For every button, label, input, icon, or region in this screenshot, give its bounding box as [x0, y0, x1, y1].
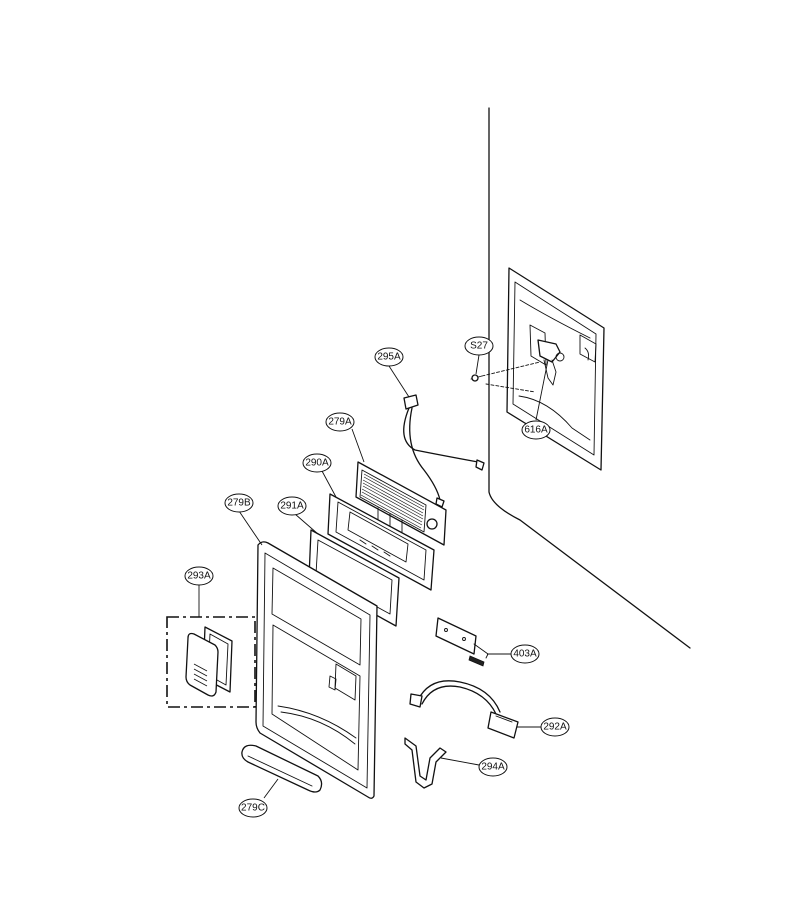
callout-292a: 292A	[540, 717, 570, 737]
callout-279a: 279A	[325, 412, 355, 432]
label-279c: 279C	[241, 803, 265, 814]
wire-harness-295a	[403, 394, 485, 508]
dispenser-recess-housing	[506, 267, 605, 471]
label-291a: 291A	[280, 501, 304, 512]
door-outline	[488, 107, 691, 649]
label-s27: S27	[470, 341, 488, 352]
callout-293a: 293A	[184, 566, 214, 586]
switch-403a	[435, 617, 489, 667]
callout-295a: 295A	[374, 347, 404, 367]
label-295a: 295A	[377, 352, 401, 363]
label-616a: 616A	[524, 425, 548, 436]
bracket-294a	[404, 737, 447, 789]
lever-279c	[241, 744, 323, 793]
frame-290a	[327, 493, 435, 591]
sensor-board-279a	[355, 461, 447, 546]
label-290a: 290A	[305, 458, 329, 469]
screw-s27	[470, 361, 541, 393]
panel-291a	[308, 529, 400, 627]
leader-lines	[198, 354, 549, 799]
label-279a: 279A	[328, 417, 352, 428]
callout-294a: 294A	[478, 757, 508, 777]
callout-616a: 616A	[521, 420, 551, 440]
label-292a: 292A	[543, 722, 567, 733]
label-279b: 279B	[227, 498, 251, 509]
label-403a: 403A	[513, 649, 537, 660]
callout-279c: 279C	[238, 798, 268, 818]
label-293a: 293A	[187, 571, 211, 582]
callout-290a: 290A	[302, 453, 332, 473]
dispenser-cover-279b	[255, 541, 378, 799]
callout-403a: 403A	[510, 644, 540, 664]
cover-293a-group	[166, 616, 256, 708]
harness-292a	[409, 680, 519, 739]
label-294a: 294A	[481, 762, 505, 773]
callout-279b: 279B	[224, 493, 254, 513]
callout-s27: S27	[464, 336, 494, 356]
callout-291a: 291A	[277, 496, 307, 516]
